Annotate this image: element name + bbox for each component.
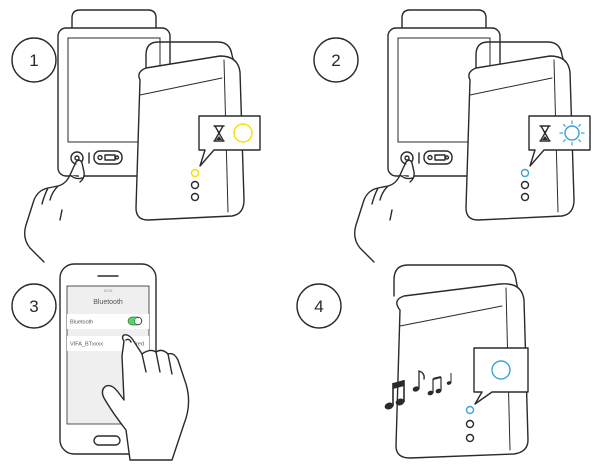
speaker-front-view	[465, 41, 575, 221]
rear-ports	[70, 150, 123, 165]
step-number-circle	[11, 283, 57, 329]
hand-pressing-button	[23, 159, 85, 263]
step-number: 4	[314, 297, 323, 316]
hand-tapping-screen	[101, 334, 190, 461]
step-number-circle	[11, 37, 57, 83]
volume-down-button	[465, 433, 475, 443]
volume-up-button	[520, 180, 530, 190]
step-number: 2	[331, 51, 340, 70]
step-number: 1	[29, 51, 38, 70]
home-button	[93, 435, 121, 446]
led-ring-icon	[491, 360, 511, 380]
volume-up-button	[465, 419, 475, 429]
callout-bubble	[528, 115, 591, 167]
speaker-front-view	[135, 41, 245, 221]
phone-status-bar: 12:00	[104, 289, 113, 293]
rear-ports	[400, 150, 453, 165]
bluetooth-toggle[interactable]	[127, 316, 143, 326]
volume-up-button	[190, 180, 200, 190]
blinking-led-icon	[559, 120, 585, 146]
led-indicator-yellow	[190, 168, 200, 178]
panel-step-1: 1	[11, 9, 261, 263]
panel-step-2: 2	[313, 9, 591, 263]
phone-screen-title: Bluetooth	[93, 299, 123, 306]
bluetooth-setting-label: Bluetooth	[70, 320, 93, 326]
device-name: VIFA_BTxxxx	[70, 342, 103, 348]
step-number-circle	[313, 37, 359, 83]
panel-step-4: 4	[296, 264, 529, 459]
callout-bubble	[473, 347, 529, 405]
hand-pressing-button	[353, 159, 415, 263]
hourglass-icon	[539, 125, 551, 142]
hourglass-icon	[213, 125, 225, 142]
step-number-circle	[296, 283, 342, 329]
led-ring-icon	[233, 123, 253, 143]
volume-down-button	[190, 192, 200, 202]
music-notes-icon	[384, 370, 452, 410]
step-number: 3	[29, 297, 38, 316]
volume-down-button	[520, 192, 530, 202]
callout-bubble	[198, 115, 261, 167]
led-indicator-blue	[465, 405, 475, 415]
panel-step-3: 3 12:00 Bluetooth Bluetooth VIFA_BTxxxx …	[11, 263, 190, 461]
bluetooth-setting-row	[67, 314, 149, 329]
led-indicator-blue	[520, 168, 530, 178]
